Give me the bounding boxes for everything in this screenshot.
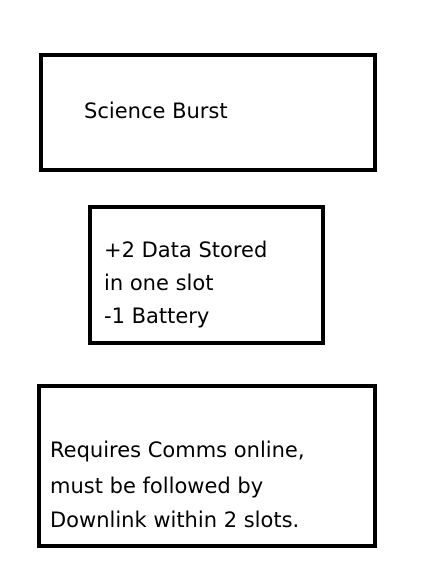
title-card: Science Burst	[39, 53, 377, 172]
card-title: Science Burst	[84, 99, 228, 123]
effect-slot-line: in one slot	[104, 271, 214, 295]
effect-data-line: +2 Data Stored	[104, 238, 268, 262]
effect-card: +2 Data Stored in one slot -1 Battery	[88, 205, 325, 345]
requirement-downlink-line: Downlink within 2 slots.	[50, 508, 300, 532]
requirement-followed-line: must be followed by	[50, 474, 264, 498]
requirement-card: Requires Comms online, must be followed …	[37, 384, 377, 548]
requirement-comms-line: Requires Comms online,	[50, 438, 305, 462]
effect-battery-line: -1 Battery	[104, 304, 210, 328]
